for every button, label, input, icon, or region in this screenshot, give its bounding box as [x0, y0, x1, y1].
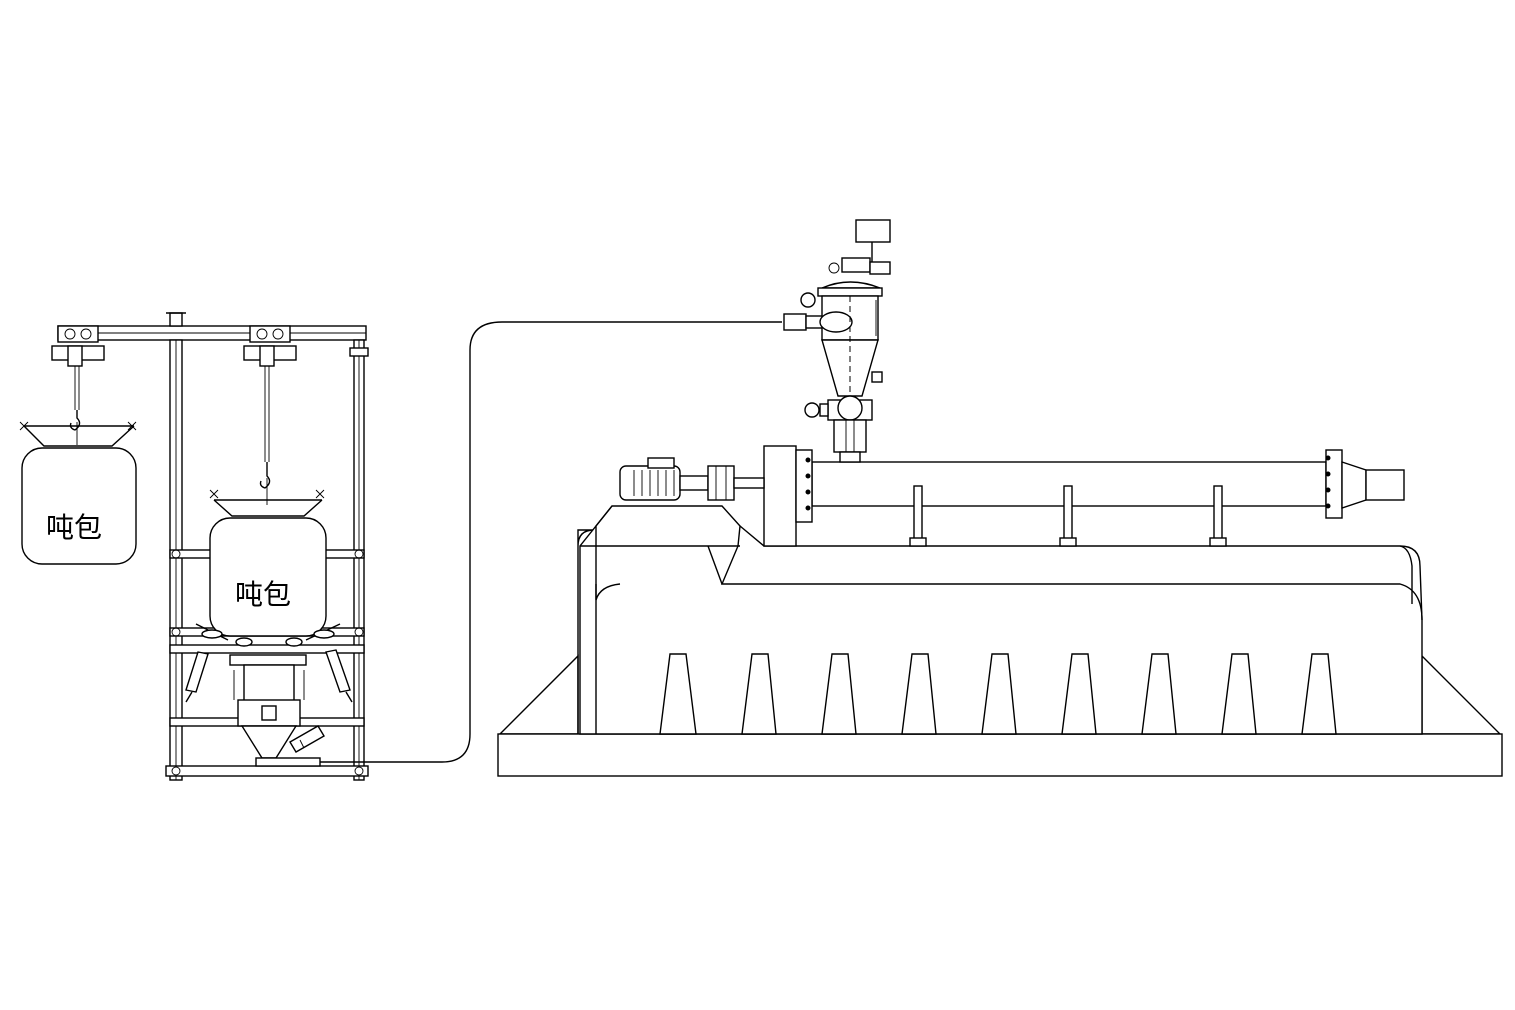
discharge-station: [185, 623, 353, 767]
screw-tube: [763, 445, 1405, 547]
bag-label-station: 吨包: [235, 578, 291, 611]
ton-bag-hanging: [19, 421, 137, 565]
conveyor-base: [497, 505, 1503, 777]
drive-motor: [619, 457, 765, 501]
hoist-left: [51, 325, 105, 445]
hook-icon: [259, 462, 271, 489]
ton-bag-on-station: [209, 489, 327, 637]
bag-label-hanging: 吨包: [46, 511, 102, 544]
vacuum-receiver: [783, 219, 891, 463]
hook-icon: [69, 410, 81, 431]
hoist-right: [243, 325, 297, 505]
frame-base: [165, 765, 369, 777]
conveying-pipe: [320, 321, 782, 763]
